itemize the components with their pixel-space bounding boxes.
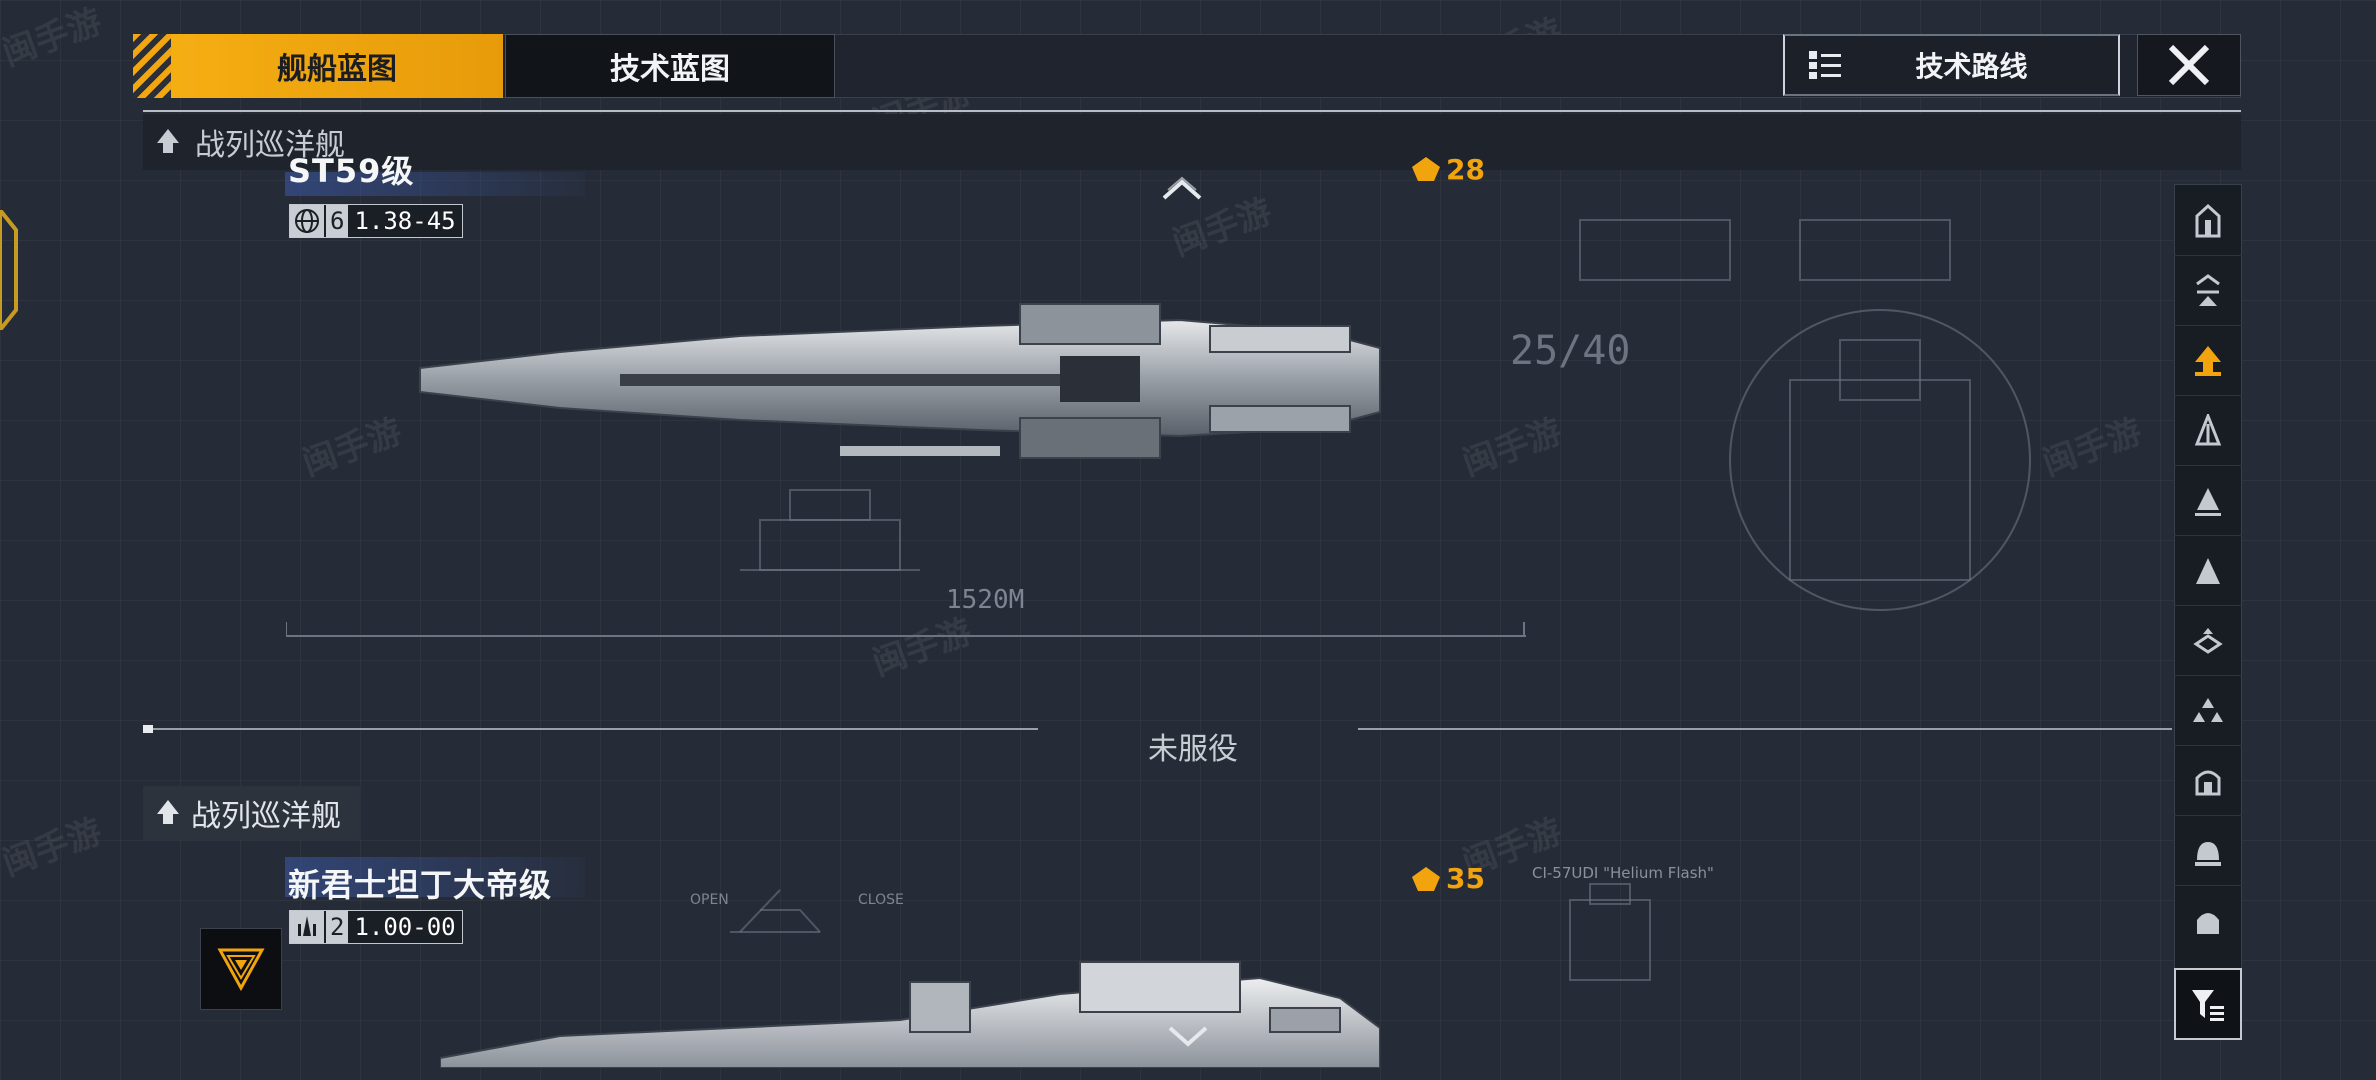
- ship-name: 新君士坦丁大帝级: [288, 866, 553, 904]
- section-header: [143, 114, 2241, 170]
- ship-name: ST59级: [288, 156, 415, 190]
- stat-value: 1.38-45: [354, 207, 456, 235]
- tech-tree-icon: [1785, 49, 1865, 81]
- tab-decoration: [133, 34, 171, 98]
- frigate-icon: [290, 911, 324, 943]
- tech-route-button[interactable]: 技术路线: [1783, 34, 2120, 96]
- filter-icon: [2192, 990, 2224, 1021]
- ship-name-highlight: [285, 172, 585, 196]
- stat-count: 2: [326, 911, 349, 943]
- section-title: 战列巡洋舰: [155, 114, 345, 170]
- cost-icon: [1412, 157, 1440, 181]
- hatch-diagram: [730, 889, 821, 933]
- stat-count: 6: [326, 205, 349, 237]
- filter-auxiliary[interactable]: [2174, 606, 2242, 676]
- class-filter-panel: [2174, 184, 2242, 1040]
- cost-icon: [1412, 866, 1440, 891]
- corvette-icon: [2196, 557, 2220, 584]
- blueprint-sketch: [1569, 883, 1651, 981]
- battlecruiser-icon: [2195, 345, 2221, 376]
- filter-battlecruiser[interactable]: [2174, 326, 2242, 396]
- dome-icon: [2195, 841, 2221, 866]
- filter-frigate[interactable]: [2174, 256, 2242, 326]
- section-title-label: 战列巡洋舰: [191, 799, 341, 834]
- battlecruiser-class-icon: [157, 800, 179, 824]
- tab-tech-blueprint[interactable]: 技术蓝图: [505, 34, 835, 98]
- filter-corvette[interactable]: [2174, 536, 2242, 606]
- hatch-open-label: OPEN: [690, 892, 729, 908]
- ship-stat-box: 6 1.38-45: [289, 204, 463, 238]
- scroll-down-icon[interactable]: [1166, 1024, 1210, 1048]
- scroll-up-icon[interactable]: [1160, 172, 1204, 202]
- frigate-icon: [2196, 273, 2220, 306]
- hatch-close-label: CLOSE: [858, 892, 904, 908]
- ship-cost: 35: [1412, 862, 1485, 895]
- filter-shield[interactable]: [2174, 886, 2242, 956]
- battlecruiser-class-icon: [157, 129, 179, 153]
- rank-triangle-icon: [217, 948, 265, 992]
- divider-line-right: [1358, 728, 2172, 730]
- filter-button[interactable]: [2174, 968, 2242, 1040]
- cost-value: 28: [1446, 154, 1485, 184]
- module-name: CI-57UDI "Helium Flash": [1532, 864, 1714, 882]
- fleet-icon: [2193, 697, 2223, 722]
- blueprint-sketch: [1579, 219, 1951, 281]
- ship-name-highlight: [285, 857, 585, 897]
- stat-value: 1.00-00: [354, 913, 456, 941]
- length-ruler: [286, 622, 1526, 637]
- destroyer-icon: [2194, 413, 2222, 445]
- globe-icon: [290, 205, 324, 237]
- rank-badge[interactable]: [200, 928, 282, 1010]
- header-divider: [143, 110, 2241, 112]
- ship-cost: 28: [1412, 154, 1485, 184]
- filter-fleet[interactable]: [2174, 676, 2242, 746]
- filter-dome[interactable]: [2174, 816, 2242, 886]
- divider-label: 未服役: [1148, 732, 1238, 767]
- auxiliary-icon: [2193, 627, 2223, 654]
- filter-destroyer[interactable]: [2174, 396, 2242, 466]
- divider-line-left: [143, 728, 1038, 730]
- cruiser-icon: [2195, 487, 2221, 516]
- hexagon-edge-icon: [0, 210, 18, 330]
- ship-stat-box: 2 1.00-00: [289, 910, 463, 944]
- blueprint-size-mark: 25/40: [1510, 328, 1631, 374]
- section-title-label: 战列巡洋舰: [195, 128, 345, 163]
- divider-marker: [143, 725, 153, 733]
- section-title: 战列巡洋舰: [143, 786, 361, 840]
- tab-ship-blueprint[interactable]: 舰船蓝图: [171, 34, 503, 98]
- filter-station[interactable]: [2174, 746, 2242, 816]
- blueprint-sketch: [1729, 309, 2031, 611]
- shield-icon: [2197, 913, 2219, 934]
- ship-image-st59[interactable]: [419, 296, 1381, 496]
- ship-image-new-constantine[interactable]: [440, 958, 1380, 1068]
- station-icon: [2195, 770, 2221, 795]
- filter-carrier[interactable]: [2174, 186, 2242, 256]
- ship-length: 1520M: [946, 585, 1025, 615]
- close-icon: [2168, 44, 2210, 86]
- blueprint-sketch: [740, 489, 920, 571]
- cost-value: 35: [1446, 862, 1485, 895]
- filter-cruiser[interactable]: [2174, 466, 2242, 536]
- tech-route-label: 技术路线: [1915, 50, 2028, 83]
- carrier-icon: [2195, 203, 2221, 237]
- close-button[interactable]: [2137, 34, 2241, 96]
